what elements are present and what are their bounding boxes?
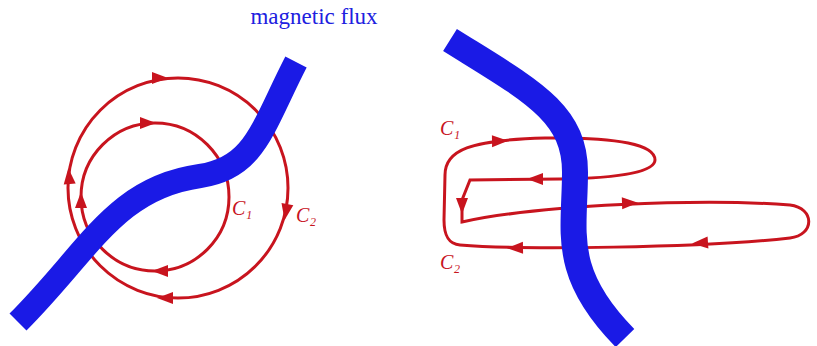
curve-label: C₂ [296, 205, 316, 225]
flux-tube [18, 62, 296, 322]
curve-label: C₁ [440, 118, 460, 138]
helical-loops [444, 138, 809, 248]
arrowheads-right [456, 135, 708, 254]
figure-title: magnetic flux [250, 5, 377, 28]
flux-tube [450, 40, 625, 338]
arrowheads-left [62, 72, 293, 304]
curve-label: C₂ [440, 252, 460, 272]
curve-label: C₁ [232, 198, 252, 218]
